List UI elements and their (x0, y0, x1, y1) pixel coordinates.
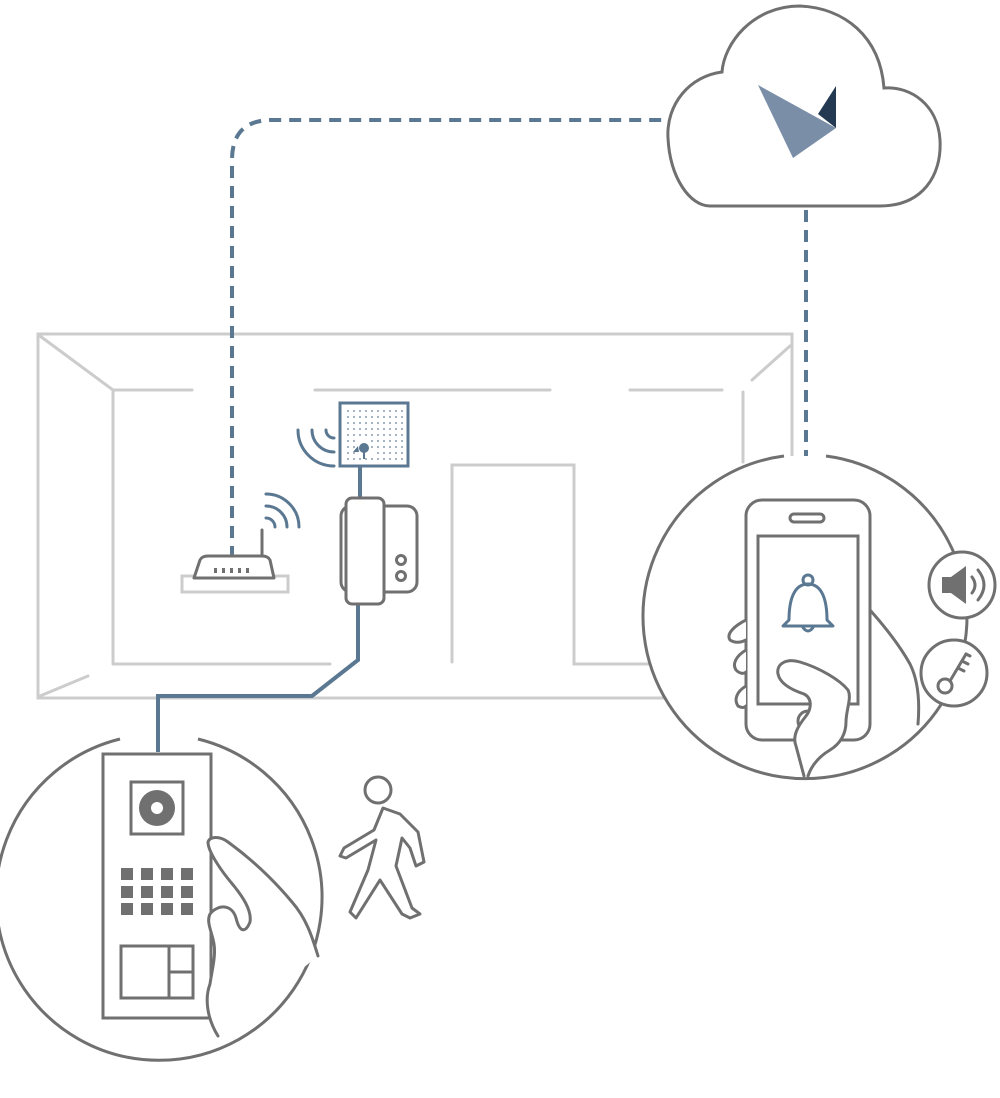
brand-logo-icon (758, 85, 836, 158)
door-station-icon (101, 752, 213, 1020)
router-wifi-signal-icon (264, 492, 301, 529)
powerline-adapter-icon (339, 496, 419, 606)
door-station-detail (0, 737, 324, 1062)
camera-lens-icon (139, 790, 175, 826)
bell-buttons-panel (119, 944, 195, 1000)
keypad-icon (121, 868, 193, 915)
wifi-router-icon (180, 492, 301, 594)
smartphone-detail (641, 454, 997, 781)
pressing-hand-icon (205, 836, 320, 1038)
speaker-icon[interactable] (927, 550, 997, 620)
bridge-wifi-signal-icon (296, 428, 336, 468)
key-icon[interactable] (919, 638, 989, 708)
cloud-icon (666, 4, 942, 208)
walking-person-icon (338, 775, 426, 920)
wireless-bridge-icon (296, 401, 410, 468)
bell-icon (781, 573, 835, 633)
holding-hand-icon (727, 608, 921, 778)
cloud-to-router-connection (230, 118, 672, 558)
smartphone-icon (744, 498, 872, 742)
adapter-to-door-station-cable (156, 604, 360, 752)
bird-logo-icon (353, 443, 369, 459)
